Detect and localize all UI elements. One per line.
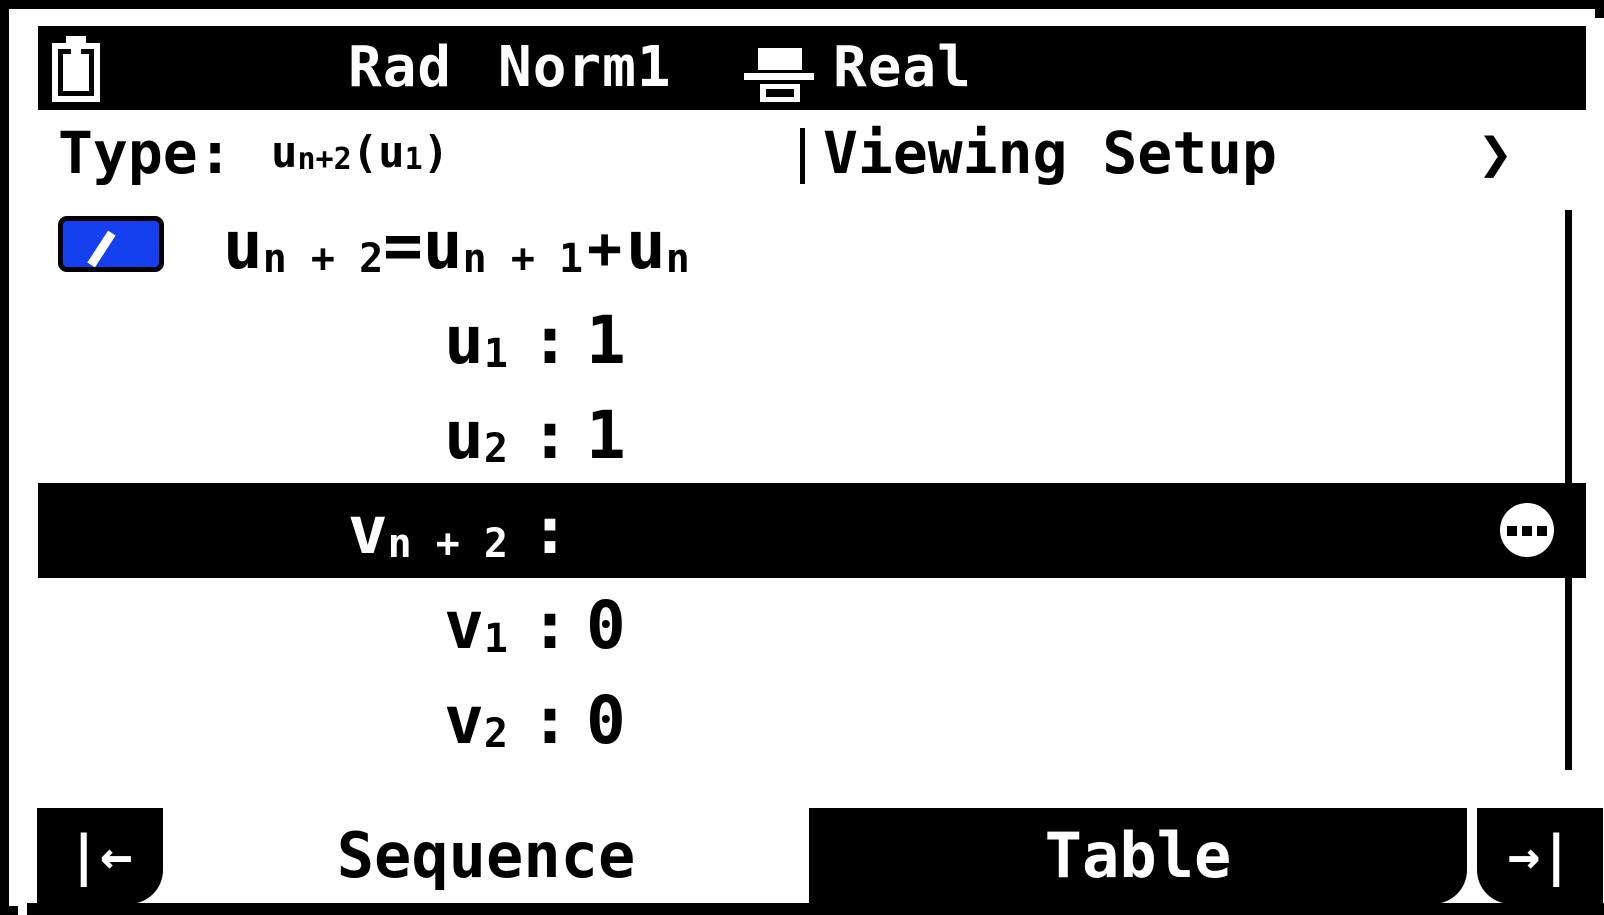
u-rhs-a-subscript: n + 1 bbox=[462, 236, 584, 282]
type-value-subscript-2: 1 bbox=[404, 142, 423, 177]
status-angle-mode: Rad bbox=[348, 35, 453, 100]
sequence-row-u1[interactable]: u1 : 1 bbox=[38, 293, 1586, 388]
v1-value[interactable]: 0 bbox=[586, 587, 626, 664]
u-rhs-a-main: u bbox=[422, 207, 463, 284]
sequence-row-v2[interactable]: v2 : 0 bbox=[38, 673, 1586, 768]
u-lhs-subscript: n + 2 bbox=[262, 236, 384, 282]
plus-sign: + bbox=[587, 214, 623, 282]
tab-table[interactable]: Table bbox=[809, 808, 1467, 904]
sequence-enable-checkbox[interactable] bbox=[58, 216, 164, 272]
u2-value[interactable]: 1 bbox=[586, 397, 626, 474]
v2-label: v2 bbox=[38, 673, 508, 782]
type-value-subscript-1: n+2 bbox=[297, 142, 352, 177]
type-value-paren-open: (u bbox=[351, 127, 405, 178]
u-rhs-b-main: u bbox=[626, 207, 666, 284]
v2-name-subscript: 2 bbox=[483, 711, 508, 757]
u2-name-main: u bbox=[444, 397, 484, 474]
sequence-row-u-recurrence[interactable]: un + 2=un + 1+un bbox=[38, 198, 1586, 293]
battery-icon bbox=[52, 36, 100, 102]
more-options-icon[interactable] bbox=[1500, 503, 1554, 557]
u-rhs-b-subscript: n bbox=[665, 236, 690, 282]
v2-value[interactable]: 0 bbox=[586, 682, 626, 759]
u-recurrence-expression[interactable]: un + 2=un + 1+un bbox=[223, 198, 690, 307]
bottom-tab-bar: |← Sequence Table →| bbox=[27, 800, 1604, 915]
u1-label: u1 bbox=[38, 293, 508, 402]
chevron-right-icon[interactable]: ❯ bbox=[1478, 119, 1513, 187]
u1-name-main: u bbox=[444, 302, 484, 379]
v-name-main: v bbox=[347, 492, 388, 569]
status-complex-mode: Real bbox=[833, 35, 972, 100]
equals-sign: = bbox=[383, 207, 423, 284]
fraction-display-icon bbox=[738, 46, 820, 104]
u1-name-subscript: 1 bbox=[483, 331, 508, 377]
status-bar: Rad Norm1 Real bbox=[38, 26, 1586, 110]
header-divider bbox=[800, 128, 805, 184]
first-page-button[interactable]: |← bbox=[37, 808, 163, 904]
u-lhs-main: u bbox=[223, 207, 263, 284]
v1-colon: : bbox=[530, 587, 570, 664]
calculator-screen-inner: Rad Norm1 Real Type: un+2(u1) Viewing Se… bbox=[18, 18, 1604, 915]
sequence-row-v-recurrence[interactable]: vn + 2 : bbox=[38, 483, 1586, 578]
u2-label: u2 bbox=[38, 388, 508, 497]
type-label: Type: bbox=[58, 119, 233, 187]
type-value-paren-close: ) bbox=[422, 127, 450, 178]
last-page-button[interactable]: →| bbox=[1477, 808, 1603, 904]
v2-colon: : bbox=[530, 682, 570, 759]
v-recurrence-colon: : bbox=[530, 492, 570, 569]
viewing-setup-button[interactable]: Viewing Setup bbox=[823, 119, 1277, 187]
editor-header-row: Type: un+2(u1) Viewing Setup ❯ bbox=[38, 110, 1586, 198]
type-value[interactable]: un+2(u1) bbox=[271, 116, 449, 197]
v2-name-main: v bbox=[444, 682, 484, 759]
v-recurrence-label: vn + 2 bbox=[38, 483, 508, 592]
type-value-main: u bbox=[271, 127, 298, 178]
status-number-mode: Norm1 bbox=[498, 35, 672, 100]
u2-colon: : bbox=[530, 397, 570, 474]
sequence-row-v1[interactable]: v1 : 0 bbox=[38, 578, 1586, 673]
u2-name-subscript: 2 bbox=[483, 426, 508, 472]
u1-colon: : bbox=[530, 302, 570, 379]
tab-bar-bottom-rule bbox=[27, 903, 1604, 915]
u1-value[interactable]: 1 bbox=[586, 302, 626, 379]
sequence-row-u2[interactable]: u2 : 1 bbox=[38, 388, 1586, 483]
v1-name-main: v bbox=[444, 587, 484, 664]
checkbox-slash-icon bbox=[87, 230, 116, 268]
v-name-subscript: n + 2 bbox=[387, 521, 508, 567]
v1-name-subscript: 1 bbox=[483, 616, 508, 662]
v1-label: v1 bbox=[38, 578, 508, 687]
vertical-scrollbar[interactable] bbox=[1565, 210, 1572, 770]
sequence-editor-content: Type: un+2(u1) Viewing Setup ❯ un + 2=un… bbox=[38, 110, 1586, 800]
tab-sequence[interactable]: Sequence bbox=[163, 808, 809, 904]
